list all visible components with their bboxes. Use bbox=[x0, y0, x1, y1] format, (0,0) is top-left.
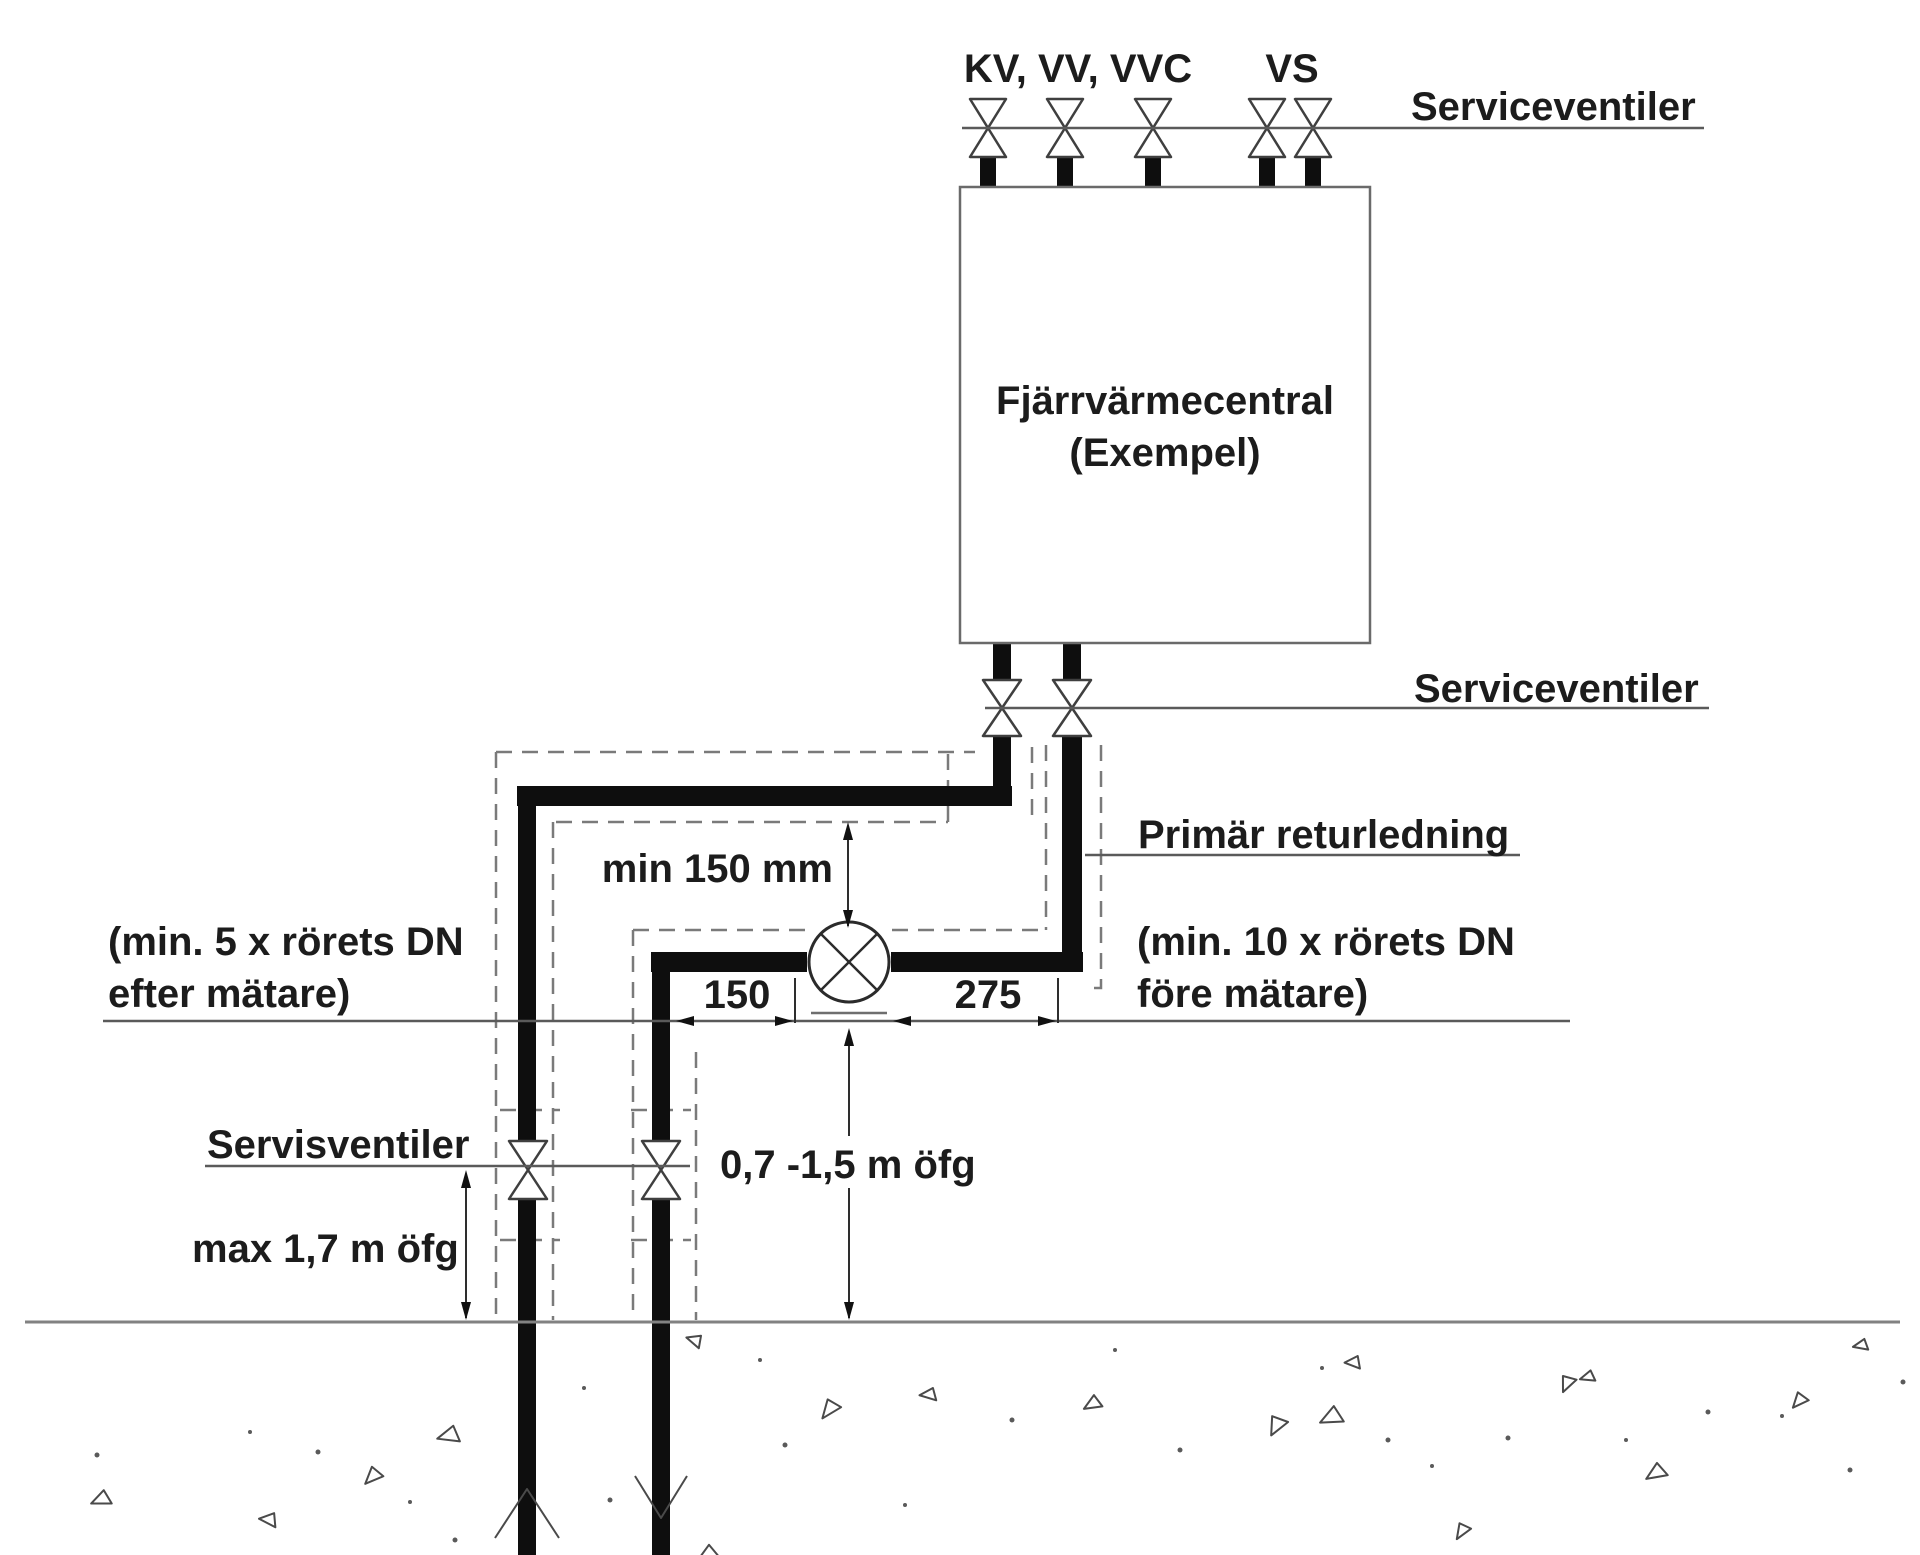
text-labels: KV, VV, VVC VS Serviceventiler Serviceve… bbox=[108, 47, 1699, 1271]
valve-icon bbox=[1045, 97, 1085, 159]
top-service-valve-icons bbox=[968, 97, 1333, 159]
service-valves-ground-label: Servisventiler bbox=[207, 1123, 469, 1167]
max-height-label: max 1,7 m öfg bbox=[192, 1227, 459, 1271]
note-left-line1: (min. 5 x rörets DN bbox=[108, 920, 464, 964]
heating-valves-label: VS bbox=[1265, 47, 1318, 91]
note-right-line1: (min. 10 x rörets DN bbox=[1137, 920, 1515, 964]
valve-icon bbox=[640, 1139, 682, 1201]
pipe-casing-dashed-lines bbox=[494, 745, 1103, 1320]
service-valves-mid-label: Serviceventiler bbox=[1414, 667, 1699, 711]
valve-icon bbox=[1051, 678, 1093, 738]
secondary-pipe-stubs bbox=[980, 156, 1321, 681]
dimension-max-height bbox=[461, 1170, 471, 1320]
ground-service-valve-icons bbox=[507, 1139, 682, 1201]
dimension-min-clearance bbox=[843, 822, 853, 928]
primary-return-label: Primär returledning bbox=[1138, 813, 1509, 857]
valve-icon bbox=[1133, 97, 1173, 159]
note-right-line2: före mätare) bbox=[1137, 972, 1368, 1016]
valve-icon bbox=[507, 1139, 549, 1201]
soil-texture bbox=[90, 1334, 1906, 1555]
service-valves-top-label: Serviceventiler bbox=[1411, 85, 1696, 129]
substation-box: Fjärrvärmecentral (Exempel) bbox=[958, 185, 1372, 645]
mid-service-valve-icons bbox=[981, 678, 1093, 738]
dimension-150-275 bbox=[676, 978, 1059, 1026]
supply-flow-arrow-icon bbox=[494, 1488, 560, 1539]
valve-icon bbox=[981, 678, 1023, 738]
substation-title: Fjärrvärmecentral bbox=[996, 379, 1334, 423]
primary-return-pipe bbox=[651, 736, 1083, 1555]
meter-height-label-mask bbox=[712, 1136, 988, 1188]
valve-icon bbox=[968, 97, 1008, 159]
dim-275-label: 275 bbox=[955, 973, 1022, 1017]
valve-icon bbox=[1293, 97, 1333, 159]
reference-lines bbox=[103, 126, 1709, 1168]
primary-supply-pipe bbox=[517, 736, 1012, 1555]
valve-icon bbox=[1247, 97, 1287, 159]
dim-150-label: 150 bbox=[704, 973, 771, 1017]
return-flow-arrow-icon bbox=[634, 1475, 688, 1519]
note-left-line2: efter mätare) bbox=[108, 972, 350, 1016]
min-clearance-label: min 150 mm bbox=[602, 847, 833, 891]
secondary-valves-label: KV, VV, VVC bbox=[964, 47, 1192, 91]
energy-meter-icon bbox=[807, 920, 891, 1015]
meter-height-label: 0,7 -1,5 m öfg bbox=[720, 1143, 976, 1187]
substation-subtitle: (Exempel) bbox=[1069, 431, 1260, 475]
